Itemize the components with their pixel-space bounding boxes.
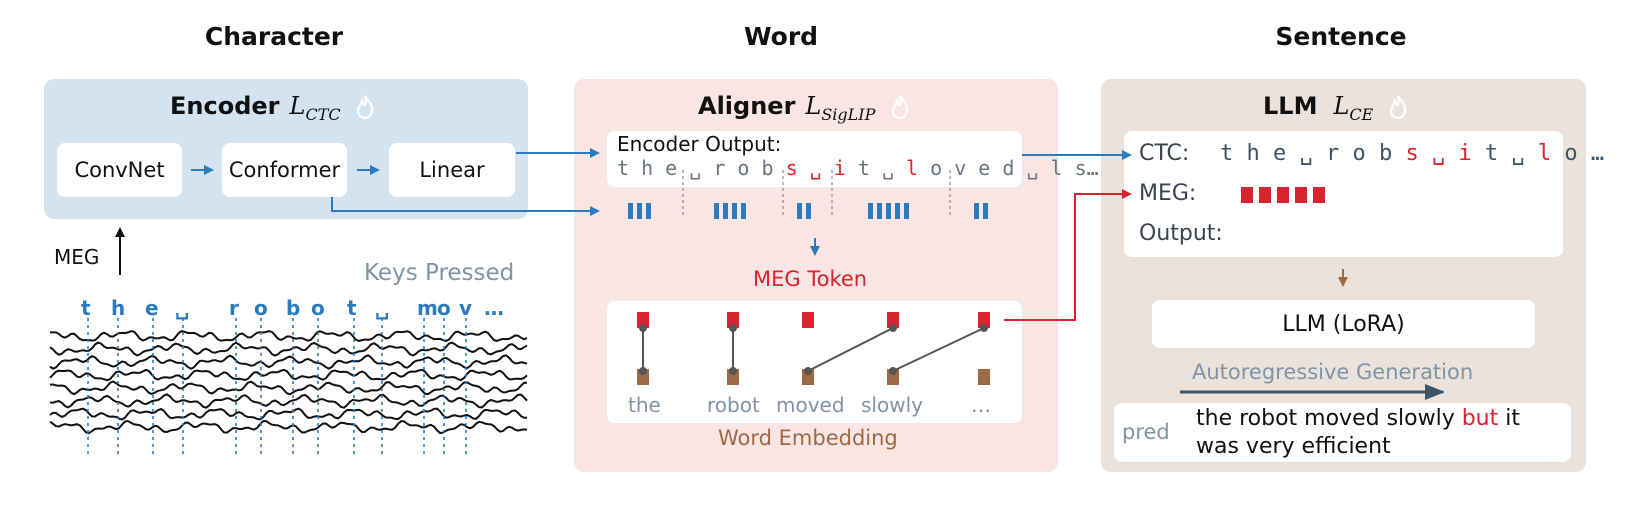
separator-lines bbox=[682, 170, 951, 218]
alignment-dot bbox=[980, 324, 988, 332]
column-title-character: Character bbox=[204, 22, 344, 51]
meg-wave bbox=[49, 393, 528, 409]
encoder-output-text: t h e ␣ r o b s ␣ i t ␣ l o v e d ␣ l s… bbox=[617, 156, 1099, 180]
encoder-output-label: Encoder Output: bbox=[617, 132, 782, 156]
encoder-title: Encoder LCTC bbox=[170, 92, 374, 124]
alignment-dot bbox=[639, 367, 647, 375]
key-letter: … bbox=[484, 296, 504, 320]
key-letter: t bbox=[347, 296, 357, 320]
alignment-tokens bbox=[637, 312, 990, 385]
ctc-text: t h e ␣ r o b s ␣ i t ␣ l o … bbox=[1220, 141, 1605, 166]
word-label: the bbox=[628, 393, 661, 417]
key-press-lines bbox=[87, 318, 467, 456]
alignment-dot bbox=[729, 324, 737, 332]
word-label: … bbox=[971, 393, 991, 417]
alignment-dot bbox=[804, 367, 812, 375]
meg-token bbox=[887, 312, 899, 328]
llm-loss: LCE bbox=[1333, 92, 1374, 124]
column-title-sentence: Sentence bbox=[1275, 22, 1407, 51]
encoder-output-box: Encoder Output: t h e ␣ r o b s ␣ i t ␣ … bbox=[607, 131, 1099, 187]
meg-waveforms bbox=[49, 330, 528, 435]
key-letter: e bbox=[145, 296, 159, 320]
key-letter: m bbox=[417, 296, 438, 320]
conformer-block: Conformer bbox=[222, 143, 347, 197]
key-letter: o bbox=[254, 296, 268, 320]
key-letter: b bbox=[286, 296, 301, 320]
word-label: robot bbox=[707, 393, 760, 417]
aligner-title-text: Aligner bbox=[698, 92, 796, 120]
keys-pressed-label: Keys Pressed bbox=[364, 260, 515, 286]
autoregressive-label: Autoregressive Generation bbox=[1192, 360, 1474, 384]
encoder-title-text: Encoder bbox=[170, 92, 280, 120]
aligner-loss: LSigLIP bbox=[805, 92, 876, 124]
alignment-line bbox=[892, 327, 985, 372]
arrow bbox=[1004, 189, 1132, 321]
meg-label: MEG: bbox=[1139, 181, 1197, 206]
convnet-block: ConvNet bbox=[57, 143, 182, 197]
word-embedding-label: Word Embedding bbox=[718, 426, 898, 450]
arrow bbox=[331, 197, 600, 216]
meg-token bbox=[727, 312, 739, 328]
llm-input-box: CTC: t h e ␣ r o b s ␣ i t ␣ l o … MEG: … bbox=[1124, 131, 1604, 257]
key-letter: ␣ bbox=[175, 296, 190, 320]
alignment-dot bbox=[639, 324, 647, 332]
key-letter: v bbox=[459, 296, 473, 320]
meg-token bbox=[637, 312, 649, 328]
linear-block: Linear bbox=[389, 143, 515, 197]
key-letter: h bbox=[111, 296, 126, 320]
word-label: slowly bbox=[861, 393, 923, 417]
key-letter: r bbox=[229, 296, 239, 320]
pred-label: pred bbox=[1122, 420, 1170, 444]
alignment-dot bbox=[729, 367, 737, 375]
meg-input-label: MEG bbox=[54, 245, 100, 269]
key-letter: o bbox=[311, 296, 325, 320]
alignment-line bbox=[807, 327, 894, 372]
llm-lora-block: LLM (LoRA) bbox=[1152, 300, 1535, 348]
alignment-dot bbox=[889, 324, 897, 332]
meg-wave bbox=[49, 354, 528, 370]
meg-wave bbox=[49, 407, 527, 421]
meg-wave bbox=[50, 330, 528, 342]
pred-text: the robot moved slowly but it was very e… bbox=[1196, 406, 1520, 459]
llm-title: LLM LCE bbox=[1263, 92, 1407, 124]
llm-meg-tokens bbox=[1241, 187, 1325, 203]
encoder-loss: LCTC bbox=[289, 92, 341, 124]
meg-wave bbox=[49, 341, 528, 357]
encoder-token-bars bbox=[628, 203, 988, 219]
meg-token bbox=[802, 312, 814, 328]
key-letter: o bbox=[437, 296, 451, 320]
llm-title-text: LLM bbox=[1263, 92, 1318, 120]
meg-wave bbox=[49, 368, 528, 382]
column-title-word: Word bbox=[743, 22, 819, 51]
key-letter: ␣ bbox=[375, 296, 390, 320]
flame-icon bbox=[1389, 95, 1407, 119]
word-alignment-box bbox=[607, 301, 1022, 423]
flame-icon bbox=[891, 95, 909, 119]
meg-token bbox=[978, 312, 990, 328]
meg-wave bbox=[49, 419, 528, 435]
flame-icon bbox=[357, 95, 374, 119]
output-label: Output: bbox=[1139, 221, 1223, 246]
meg-token-label: MEG Token bbox=[753, 267, 868, 291]
alignment-dot bbox=[889, 367, 897, 375]
meg-wave bbox=[49, 380, 528, 396]
key-letter: t bbox=[81, 296, 91, 320]
word-label: moved bbox=[776, 393, 845, 417]
word-token bbox=[978, 369, 990, 385]
aligner-title: Aligner LSigLIP bbox=[698, 92, 909, 124]
ctc-label: CTC: bbox=[1139, 141, 1190, 166]
prediction-box: pred the robot moved slowly but it was v… bbox=[1114, 403, 1571, 462]
